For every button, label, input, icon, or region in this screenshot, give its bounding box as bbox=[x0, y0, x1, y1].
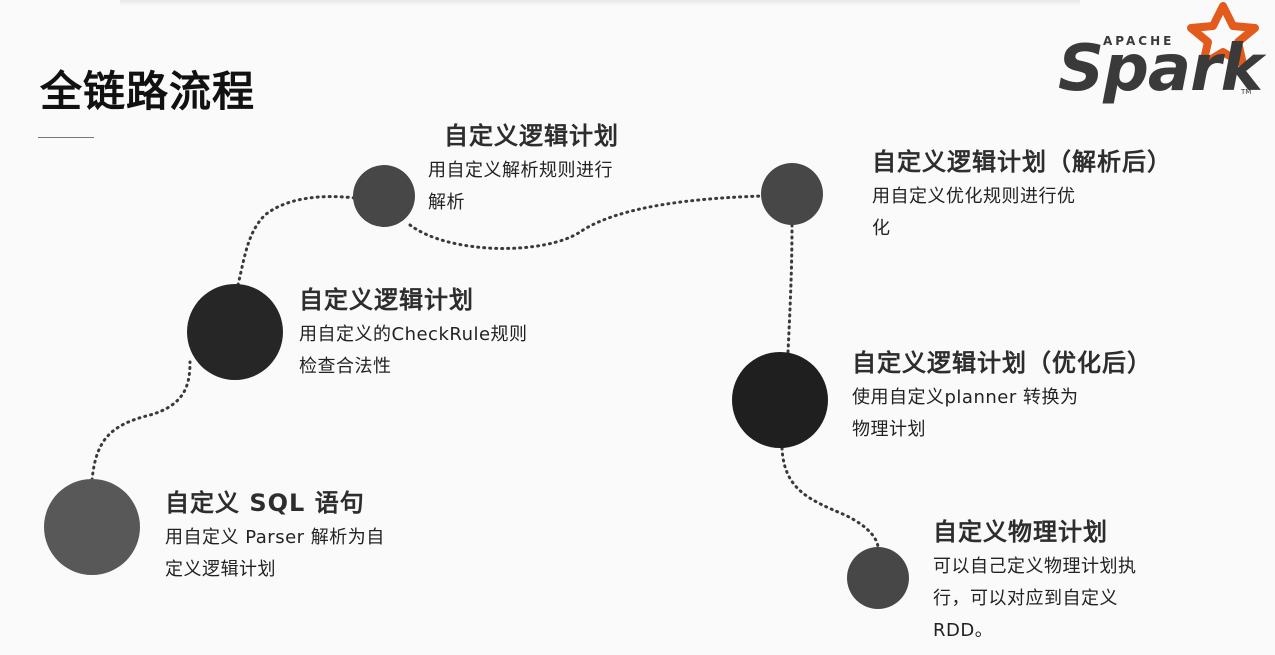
node-desc-line: 用自定义优化规则进行优 bbox=[872, 186, 1076, 207]
node-desc-line: 用自定义 Parser 解析为自 bbox=[165, 527, 385, 548]
node-heading: 自定义逻辑计划（解析后） bbox=[872, 148, 1172, 176]
node-dot-optimized bbox=[732, 352, 828, 448]
node-heading: 自定义物理计划 bbox=[933, 518, 1108, 546]
node-dot-analyzed bbox=[761, 163, 823, 225]
node-sql: 自定义 SQL 语句 用自定义 Parser 解析为自 定义逻辑计划 bbox=[165, 483, 385, 586]
node-parse: 自定义逻辑计划 用自定义解析规则进行 解析 bbox=[428, 116, 619, 219]
node-description: 用自定义 Parser 解析为自 定义逻辑计划 bbox=[165, 522, 385, 586]
node-dot-physical bbox=[847, 547, 909, 609]
logo-trademark: TM bbox=[1241, 88, 1252, 96]
node-heading: 自定义 SQL 语句 bbox=[165, 489, 365, 517]
node-description: 用自定义优化规则进行优 化 bbox=[872, 181, 1172, 245]
page-title: 全链路流程 bbox=[40, 67, 256, 116]
node-check: 自定义逻辑计划 用自定义的CheckRule规则 检查合法性 bbox=[299, 280, 528, 383]
spark-star-icon bbox=[1187, 2, 1259, 68]
node-description: 使用自定义planner 转换为 物理计划 bbox=[852, 382, 1152, 446]
node-dot-sql bbox=[44, 479, 140, 575]
logo-spark-text: Spark bbox=[1058, 32, 1263, 106]
node-heading: 自定义逻辑计划 bbox=[299, 286, 474, 314]
node-dot-parse bbox=[353, 165, 415, 227]
node-desc-line: 检查合法性 bbox=[299, 356, 392, 377]
node-desc-line: 定义逻辑计划 bbox=[165, 559, 276, 580]
node-desc-line: 物理计划 bbox=[852, 419, 926, 440]
node-desc-line: 行，可以对应到自定义 bbox=[933, 588, 1118, 609]
title-underline bbox=[38, 137, 94, 138]
node-desc-line: 化 bbox=[872, 218, 891, 239]
connector-sql-to-check bbox=[90, 360, 192, 482]
node-desc-line: 解析 bbox=[428, 192, 465, 213]
node-description: 用自定义解析规则进行 解析 bbox=[428, 155, 619, 219]
node-dot-check bbox=[187, 284, 283, 380]
apache-spark-logo: APACHE Spark TM bbox=[1055, 2, 1265, 107]
node-desc-line: RDD。 bbox=[933, 620, 994, 641]
node-desc-line: 可以自己定义物理计划执 bbox=[933, 556, 1137, 577]
node-description: 用自定义的CheckRule规则 检查合法性 bbox=[299, 319, 528, 383]
node-description: 可以自己定义物理计划执 行，可以对应到自定义 RDD。 bbox=[933, 551, 1137, 647]
connector-optimized-to-physical bbox=[780, 446, 880, 550]
node-physical: 自定义物理计划 可以自己定义物理计划执 行，可以对应到自定义 RDD。 bbox=[933, 512, 1137, 647]
node-desc-line: 使用自定义planner 转换为 bbox=[852, 387, 1079, 408]
node-analyzed: 自定义逻辑计划（解析后） 用自定义优化规则进行优 化 bbox=[872, 142, 1172, 245]
node-desc-line: 用自定义的CheckRule规则 bbox=[299, 324, 528, 345]
node-desc-line: 用自定义解析规则进行 bbox=[428, 160, 613, 181]
node-heading: 自定义逻辑计划 bbox=[444, 122, 619, 150]
top-shadow bbox=[120, 0, 1080, 6]
connector-analyzed-to-optimized bbox=[786, 223, 794, 354]
node-heading: 自定义逻辑计划（优化后） bbox=[852, 349, 1152, 377]
connector-check-to-parse bbox=[236, 195, 357, 287]
logo-apache-text: APACHE bbox=[1103, 34, 1175, 48]
node-optimized: 自定义逻辑计划（优化后） 使用自定义planner 转换为 物理计划 bbox=[852, 343, 1152, 446]
connector-parse-to-analyzed bbox=[408, 194, 764, 250]
